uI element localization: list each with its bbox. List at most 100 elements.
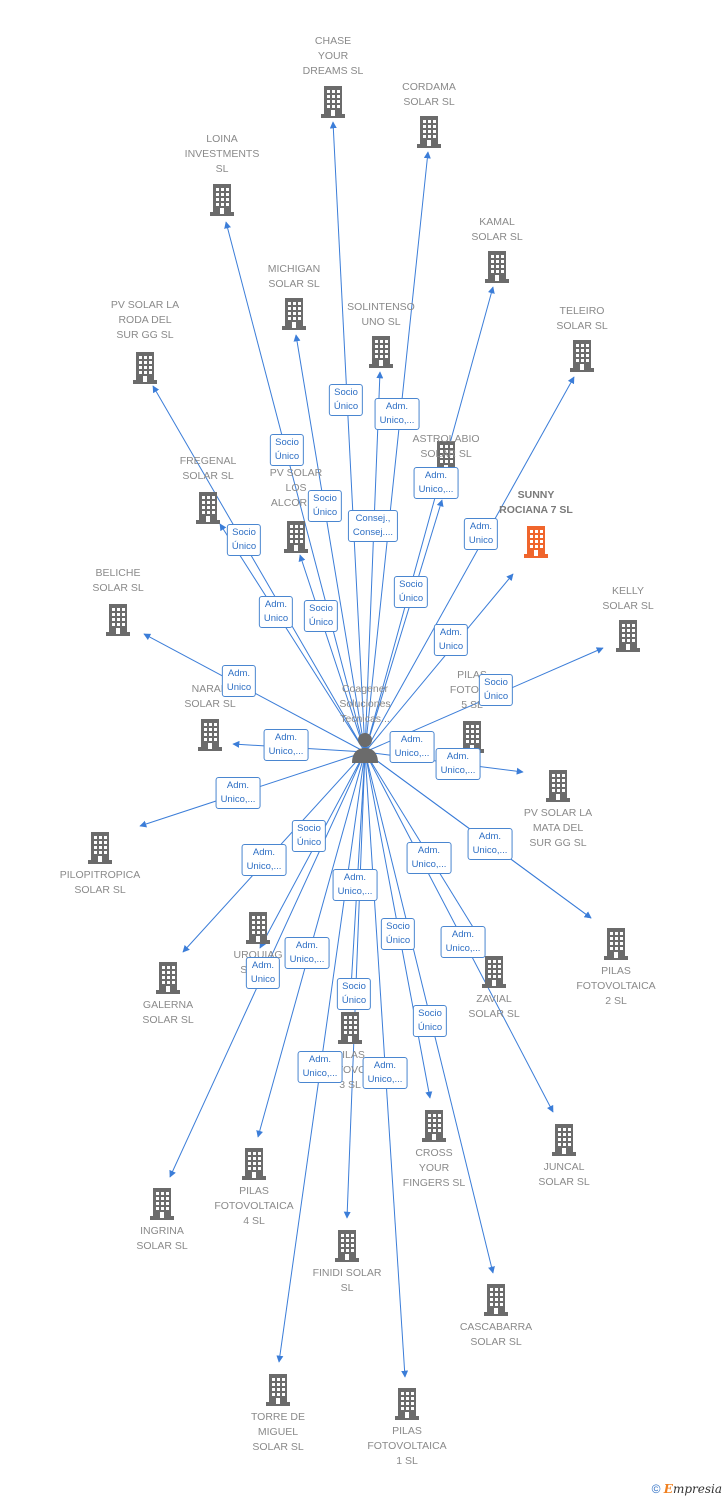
relation-label[interactable]: Adm. Unico,... <box>440 926 486 958</box>
company-building-icon[interactable] <box>223 1370 333 1408</box>
company-building-icon[interactable] <box>374 112 484 150</box>
company-building-icon[interactable] <box>509 1120 619 1158</box>
relation-label[interactable]: Consej., Consej.... <box>347 510 399 542</box>
company-node-zavial[interactable]: ZAVIAL SOLAR SL <box>439 992 549 1022</box>
relation-label[interactable]: Socio Único <box>380 918 416 950</box>
footer: © Empresia <box>652 1482 722 1496</box>
company-building-icon[interactable] <box>326 332 436 370</box>
company-node-pilopitropica[interactable]: PILOPITROPICA SOLAR SL <box>45 868 155 898</box>
relation-label[interactable]: Adm. Unico,... <box>263 729 309 761</box>
company-building-icon[interactable] <box>167 180 277 218</box>
company-building-icon[interactable] <box>441 1280 551 1318</box>
relation-label[interactable]: Adm. Unico,... <box>413 467 459 499</box>
relation-label[interactable]: Socio Único <box>393 576 429 608</box>
relation-label[interactable]: Socio Único <box>307 490 343 522</box>
company-building-icon[interactable] <box>239 294 349 332</box>
company-building-icon[interactable] <box>90 348 200 386</box>
company-building-icon[interactable] <box>113 958 223 996</box>
company-building-icon[interactable] <box>45 828 155 866</box>
edge-astrolabio <box>364 499 444 753</box>
relation-label[interactable]: Adm. Unico,... <box>215 777 261 809</box>
relation-label[interactable]: Adm. Unico,... <box>241 844 287 876</box>
relation-label[interactable]: Adm. Unico <box>433 624 469 656</box>
company-name: GALERNA SOLAR SL <box>142 999 194 1026</box>
company-building-icon[interactable] <box>573 616 683 654</box>
relation-label[interactable]: Adm. Unico <box>463 518 499 550</box>
company-building-icon[interactable] <box>442 247 552 285</box>
company-building-icon[interactable] <box>241 517 351 555</box>
company-node-pilas2[interactable]: PILAS FOTOVOLTAICA 2 SL <box>561 964 671 1009</box>
company-node-beliche[interactable]: BELICHE SOLAR SL <box>63 566 173 596</box>
company-node-pvmata[interactable]: PV SOLAR LA MATA DEL SUR GG SL <box>503 806 613 851</box>
company-node-fregenal[interactable]: FREGENAL SOLAR SL <box>153 454 263 484</box>
company-node-ingrina[interactable]: INGRINA SOLAR SL <box>107 1224 217 1254</box>
company-building-icon[interactable] <box>153 488 263 526</box>
company-building-icon[interactable] <box>203 908 313 946</box>
relation-label[interactable]: Adm. Unico,... <box>332 869 378 901</box>
company-node-naranjo[interactable]: NARAN SOLAR SL <box>155 682 265 712</box>
relation-label[interactable]: Adm. Unico,... <box>406 842 452 874</box>
company-node-teleiro[interactable]: TELEIRO SOLAR SL <box>527 304 637 334</box>
company-building-icon[interactable] <box>199 1144 309 1182</box>
relation-label[interactable]: Socio Único <box>336 978 372 1010</box>
company-node-pilas1[interactable]: PILAS FOTOVOLTAICA 1 SL <box>352 1424 462 1469</box>
relation-label[interactable]: Adm. Unico,... <box>284 937 330 969</box>
company-building-icon[interactable] <box>527 336 637 374</box>
relation-label[interactable]: Adm. Unico,... <box>389 731 435 763</box>
relation-label[interactable]: Adm. Unico <box>258 596 294 628</box>
company-node-chase[interactable]: CHASE YOUR DREAMS SL <box>278 34 388 79</box>
relation-label[interactable]: Socio Único <box>303 600 339 632</box>
relation-label[interactable]: Adm. Unico <box>245 957 281 989</box>
company-node-cascabarra[interactable]: CASCABARRA SOLAR SL <box>441 1320 551 1350</box>
company-name: SOLINTENSO UNO SL <box>347 301 415 328</box>
company-node-crossyour[interactable]: CROSS YOUR FINGERS SL <box>379 1146 489 1191</box>
company-node-cordama[interactable]: CORDAMA SOLAR SL <box>374 80 484 110</box>
company-building-icon[interactable] <box>379 1106 489 1144</box>
relation-label[interactable]: Adm. Unico,... <box>297 1051 343 1083</box>
relation-label[interactable]: Socio Único <box>226 524 262 556</box>
company-node-michigan[interactable]: MICHIGAN SOLAR SL <box>239 262 349 292</box>
company-building-icon[interactable] <box>278 82 388 120</box>
company-node-kamal[interactable]: KAMAL SOLAR SL <box>442 215 552 245</box>
relation-label[interactable]: Adm. Unico,... <box>467 828 513 860</box>
company-building-icon[interactable] <box>439 952 549 990</box>
person-node-center[interactable]: Coagener Soluciones Tecnicas... <box>310 682 420 767</box>
company-node-loina[interactable]: LOINA INVESTMENTS SL <box>167 132 277 177</box>
company-name: NARAN SOLAR SL <box>184 683 236 710</box>
relation-label[interactable]: Adm. Unico,... <box>374 398 420 430</box>
company-building-icon[interactable] <box>292 1226 402 1264</box>
company-node-sunny[interactable]: SUNNY ROCIANA 7 SL <box>481 488 591 518</box>
company-building-icon[interactable] <box>352 1384 462 1422</box>
company-building-icon[interactable] <box>561 924 671 962</box>
company-node-finidi[interactable]: FINIDI SOLAR SL <box>292 1266 402 1296</box>
company-node-pvalcores[interactable]: PV SOLAR LOS ALCORES <box>241 466 351 511</box>
company-building-icon[interactable] <box>155 715 265 753</box>
company-building-icon[interactable] <box>295 1008 405 1046</box>
company-name: FREGENAL SOLAR SL <box>179 455 237 482</box>
company-node-galerna[interactable]: GALERNA SOLAR SL <box>113 998 223 1028</box>
relation-label[interactable]: Adm. Unico <box>221 665 257 697</box>
empresia-logo[interactable]: Empresia <box>663 1482 722 1496</box>
company-name: TELEIRO SOLAR SL <box>556 305 608 332</box>
company-node-pilas4[interactable]: PILAS FOTOVOLTAICA 4 SL <box>199 1184 309 1229</box>
company-building-icon[interactable] <box>503 766 613 804</box>
relation-label[interactable]: Adm. Unico,... <box>435 748 481 780</box>
company-node-juncal[interactable]: JUNCAL SOLAR SL <box>509 1160 619 1190</box>
relation-label[interactable]: Socio Único <box>269 434 305 466</box>
company-building-icon[interactable] <box>107 1184 217 1222</box>
company-node-solintenso[interactable]: SOLINTENSO UNO SL <box>326 300 436 330</box>
company-building-icon[interactable] <box>481 522 591 560</box>
relation-label[interactable]: Socio Único <box>478 674 514 706</box>
company-node-astrolabio[interactable]: ASTROLABIO SOLAR SL <box>391 432 501 462</box>
company-name: JUNCAL SOLAR SL <box>538 1161 590 1188</box>
company-node-pvroda[interactable]: PV SOLAR LA RODA DEL SUR GG SL <box>90 298 200 343</box>
edge-michigan <box>293 334 366 753</box>
relation-label[interactable]: Adm. Unico,... <box>362 1057 408 1089</box>
company-node-kelly[interactable]: KELLY SOLAR SL <box>573 584 683 614</box>
relation-label[interactable]: Socio Único <box>328 384 364 416</box>
relation-label[interactable]: Socio Único <box>412 1005 448 1037</box>
company-building-icon[interactable] <box>63 600 173 638</box>
edge-kamal <box>364 286 495 753</box>
relation-label[interactable]: Socio Único <box>291 820 327 852</box>
company-node-torre[interactable]: TORRE DE MIGUEL SOLAR SL <box>223 1410 333 1455</box>
